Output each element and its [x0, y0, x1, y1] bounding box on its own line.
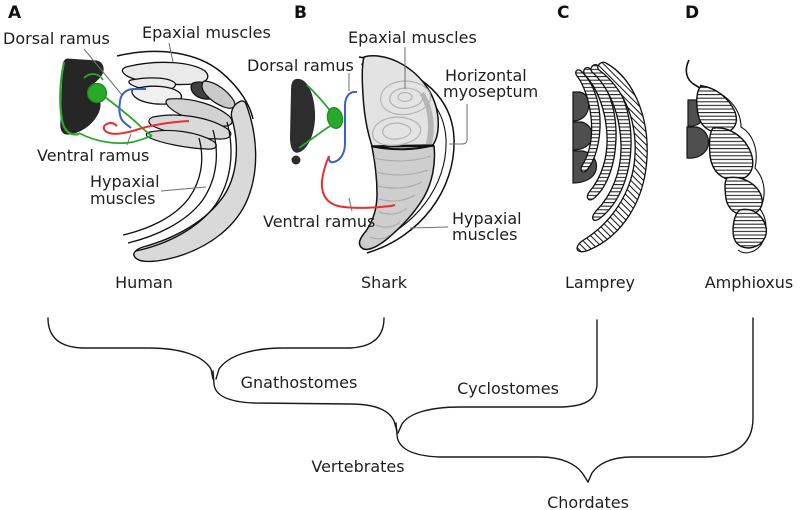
panel-letter-d: D [685, 3, 699, 23]
myotome-band [575, 69, 601, 173]
panel-letter-a: A [8, 3, 22, 23]
nerve-outline [59, 61, 80, 136]
neural-blob [686, 126, 710, 159]
dorsal-ramus-pointer [83, 48, 123, 96]
panel-c-lamprey: C Lamprey [557, 3, 648, 292]
human-vertebra-nerves [59, 58, 190, 145]
species-label-shark: Shark [361, 273, 408, 292]
myoseptum-pointer [449, 104, 468, 145]
dorsal-ramus-line [118, 88, 146, 129]
label-dorsal-ramus-b: Dorsal ramus [247, 56, 354, 75]
ventral-ramus-pointer [348, 197, 353, 212]
myotome-band [590, 63, 632, 222]
label-horizontal-1: Horizontal [445, 66, 527, 85]
myomere-swirl [380, 80, 431, 116]
human-hypaxial-muscles-drawing [122, 100, 257, 263]
amphioxus-branch [587, 317, 754, 483]
panel-letter-b: B [294, 3, 307, 23]
label-dorsal-ramus-a: Dorsal ramus [3, 29, 110, 48]
hypaxial-band [135, 121, 232, 252]
label-hypaxial-b-1: Hypaxial [452, 209, 522, 228]
neural-blob [572, 91, 590, 122]
panel-letter-c: C [557, 3, 569, 23]
hypaxial-band-outer [133, 100, 257, 263]
hypaxial-band [122, 137, 203, 236]
hypaxial-lens [148, 114, 232, 140]
nerve-branch [83, 73, 104, 81]
gnathostome-stem [212, 370, 398, 432]
label-epaxial-a: Epaxial muscles [142, 23, 271, 42]
myotome-band [583, 66, 617, 201]
lamprey-myotomes [575, 61, 648, 253]
ventral-ramus-line [320, 155, 396, 209]
shark-vertebra-nerves [290, 78, 396, 209]
species-label-amphioxus: Amphioxus [705, 273, 794, 292]
myomere-segment [708, 127, 754, 181]
nerve-branch [298, 125, 331, 149]
hypaxial-pointer [409, 226, 449, 229]
ventral-ramus-pointer [126, 133, 132, 146]
ventral-ramus-line [102, 120, 190, 135]
human-epaxial-muscles-drawing [116, 50, 254, 127]
lamprey-branch [397, 319, 598, 434]
myomere-swirl [372, 116, 422, 147]
label-hypaxial-b-2: muscles [452, 225, 517, 244]
vertebrate-stem [395, 422, 589, 483]
human-branch [47, 317, 214, 380]
label-hypaxial-a-2: muscles [90, 189, 155, 208]
label-hypaxial-a-1: Hypaxial [90, 172, 160, 191]
horizontal-myoseptum-line [370, 144, 435, 151]
body-contour [699, 84, 767, 254]
clade-label-chordates: Chordates [547, 493, 629, 510]
hypaxial-striations [369, 155, 432, 240]
shark-branch [215, 317, 385, 380]
spinal-ganglion [326, 107, 344, 129]
hypaxial-lens [145, 129, 217, 150]
epaxial-edge-shade [420, 92, 434, 144]
clade-label-cyclostomes: Cyclostomes [457, 379, 559, 398]
shark-epaxial-drawing [361, 55, 439, 147]
hypaxial-mass [358, 145, 436, 251]
clade-label-gnathostomes: Gnathostomes [241, 373, 358, 392]
clade-label-vertebrates: Vertebrates [311, 457, 404, 476]
myomere-segment [696, 85, 738, 134]
notochord-dot [291, 155, 301, 165]
dorsal-ramus-line [327, 90, 358, 164]
back-outline [116, 50, 254, 120]
shark-hypaxial-drawing [358, 144, 436, 251]
spinal-ganglion [86, 82, 108, 104]
nerve-branch [78, 132, 153, 145]
neural-structure [290, 78, 316, 153]
hypaxial-band [127, 129, 218, 244]
panel-b-shark: B [247, 3, 538, 292]
phylogeny-tree: Gnathostomes Cyclostomes Vertebrates Cho… [47, 317, 754, 510]
myotome-band-outer [576, 61, 648, 253]
panel-d-amphioxus: D Amphioxus [685, 3, 793, 292]
epaxial-pointer [168, 42, 174, 63]
myomere-swirl [382, 122, 412, 140]
label-ventral-ramus-a: Ventral ramus [37, 146, 149, 165]
species-label-human: Human [115, 273, 173, 292]
myomere-segment [732, 208, 768, 249]
myomere-swirl [389, 87, 424, 109]
nerve-branch [104, 96, 153, 137]
panel-a-human: A [3, 3, 271, 292]
epaxial-lens [201, 80, 236, 109]
label-horizontal-2: myoseptum [443, 82, 538, 101]
species-label-lamprey: Lamprey [565, 273, 635, 292]
hypaxial-pointer [160, 186, 207, 192]
label-ventral-ramus-b: Ventral ramus [263, 212, 375, 231]
label-epaxial-b: Epaxial muscles [348, 28, 477, 47]
amphioxus-myomeres [696, 85, 768, 249]
myomere-swirl [397, 91, 413, 103]
